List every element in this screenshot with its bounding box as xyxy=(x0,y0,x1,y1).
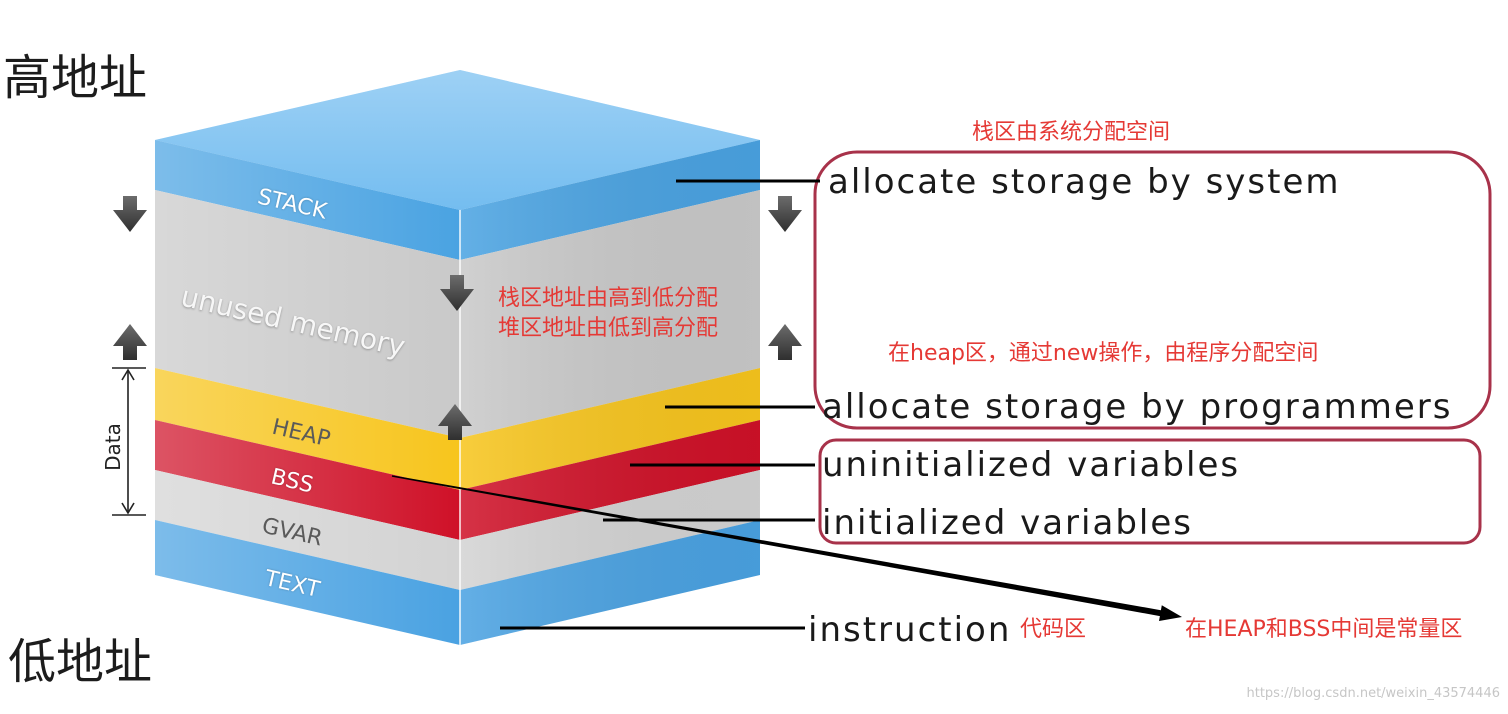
data-bracket-up-arrowhead xyxy=(121,368,135,381)
down-arrow-icon xyxy=(768,196,802,232)
heap-note: 在heap区，通过new操作，由程序分配空间 xyxy=(888,341,1319,366)
cube-top-highlight xyxy=(155,70,760,210)
allocation-box xyxy=(813,150,1492,430)
watermark: https://blog.csdn.net/weixin_43574446 xyxy=(1246,686,1500,701)
bss-description: uninitialized variables xyxy=(822,445,1241,485)
down-arrow-icon xyxy=(113,196,147,232)
low-address-label: 低地址 xyxy=(8,634,153,690)
high-address-label: 高地址 xyxy=(3,50,148,106)
data-bracket-down-arrowhead xyxy=(121,502,135,515)
down-arrow-icon xyxy=(440,275,474,311)
text-description: instruction xyxy=(808,610,1012,650)
stack-direction-note: 栈区地址由高到低分配 xyxy=(498,286,719,311)
heap-description: allocate storage by programmers xyxy=(822,387,1453,427)
variables-box xyxy=(818,438,1482,545)
text-note: 代码区 xyxy=(1020,617,1087,642)
front-face-highlight xyxy=(155,140,460,645)
constant-area-note: 在HEAP和BSS中间是常量区 xyxy=(1185,617,1463,642)
heap-direction-note: 堆区地址由低到高分配 xyxy=(498,316,719,341)
stack-note: 栈区由系统分配空间 xyxy=(972,120,1171,145)
side-face-shade xyxy=(460,140,760,645)
up-arrow-icon xyxy=(113,324,147,360)
up-arrow-icon xyxy=(768,324,802,360)
stack-description: allocate storage by system xyxy=(828,162,1341,202)
up-arrow-icon xyxy=(438,404,472,440)
data-bracket-label: Data xyxy=(101,423,125,471)
constant-area-arrow xyxy=(391,475,1182,621)
gvar-description: initialized variables xyxy=(822,503,1193,543)
